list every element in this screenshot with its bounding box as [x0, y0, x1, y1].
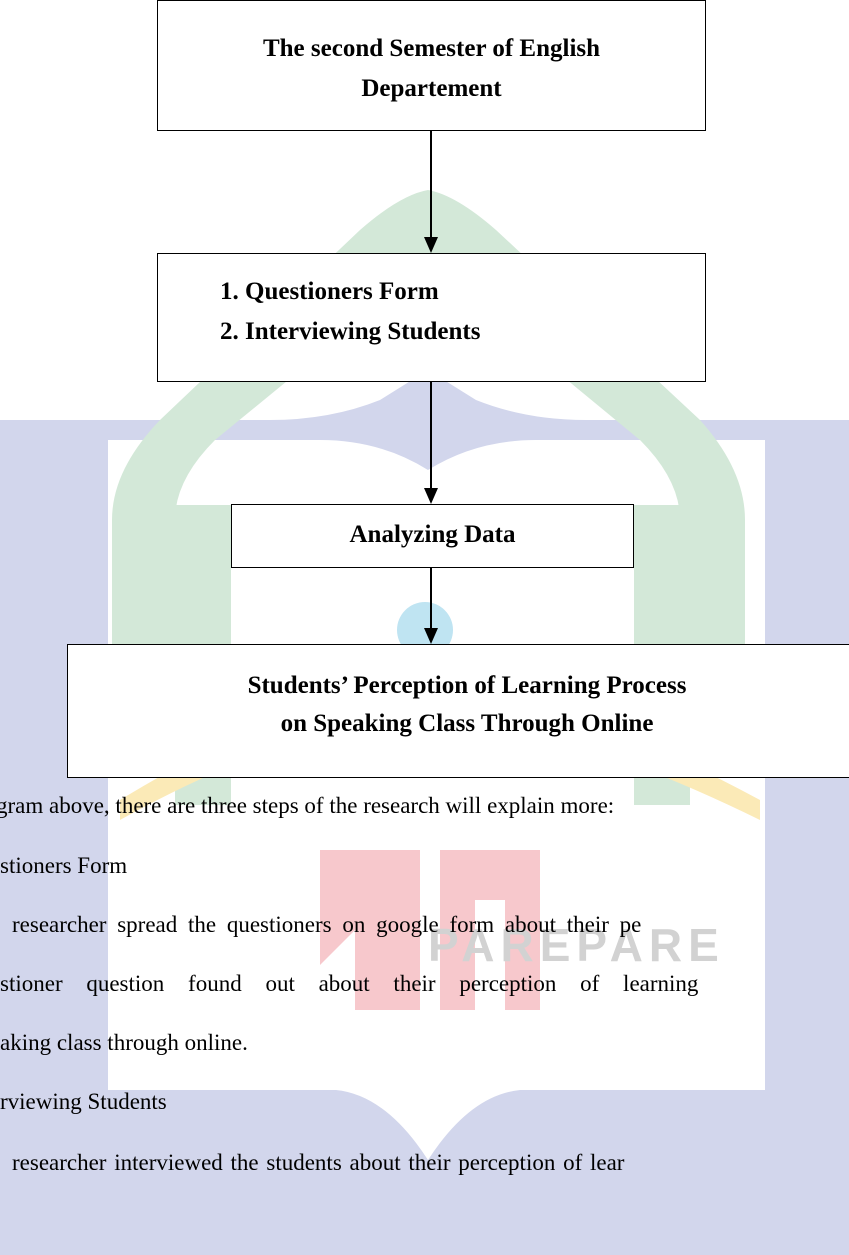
flow-step-questioners: 1. Questioners Form [220, 278, 439, 305]
flow-box-semester-line2: Departement [361, 75, 502, 102]
flow-box-semester: The second Semester of English Departeme… [157, 0, 706, 131]
body-line-4: stioner question found out about their p… [0, 971, 699, 996]
arrow-down-1 [424, 131, 438, 253]
body-line-3: researcher spread the questioners on goo… [12, 912, 642, 937]
watermark-text: PAREPARE [428, 919, 725, 971]
flow-box-analyzing: Analyzing Data [231, 504, 634, 568]
arrow-down-3 [424, 568, 438, 644]
flow-box-perception-line1: Students’ Perception of Learning Process [247, 672, 687, 699]
watermark-red-mark-left [320, 850, 420, 1010]
flow-box-perception-line2: on Speaking Class Through Online [280, 710, 654, 737]
flow-step-interview: 2. Interviewing Students [220, 318, 481, 345]
body-line-7: researcher interviewed the students abou… [12, 1150, 625, 1175]
body-line-6: rviewing Students [0, 1089, 167, 1114]
flow-box-methods: 1. Questioners Form 2. Interviewing Stud… [157, 253, 706, 382]
flow-box-perception: Students’ Perception of Learning Process… [67, 644, 849, 778]
body-line-2: stioners Form [0, 853, 128, 878]
arrow-down-2 [424, 382, 438, 504]
body-line-1: gram above, there are three steps of the… [0, 793, 615, 818]
flow-box-analyzing-label: Analyzing Data [349, 521, 516, 548]
body-line-5: aking class through online. [0, 1030, 248, 1055]
flow-box-semester-line1: The second Semester of English [262, 35, 601, 62]
watermark-inner [108, 440, 765, 1160]
watermark-red-mark-right [440, 850, 540, 1010]
